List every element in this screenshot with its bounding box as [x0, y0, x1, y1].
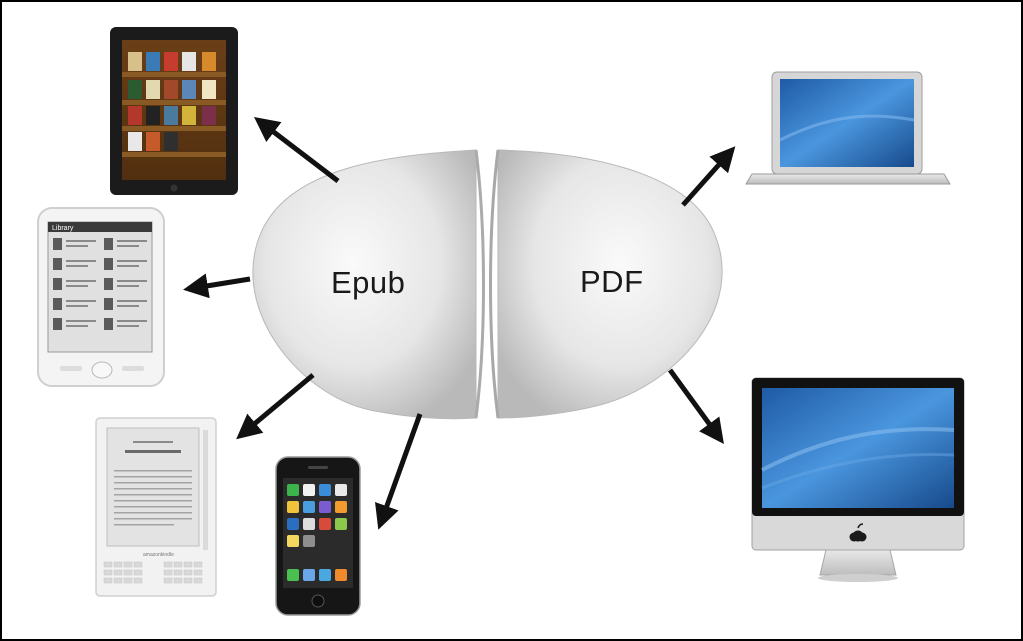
epub-half-egg — [252, 149, 485, 420]
arrow-icon — [183, 273, 251, 299]
iphone-device — [275, 456, 361, 616]
imac-device — [751, 377, 965, 582]
epub-label: Epub — [331, 265, 406, 300]
kindle-brand-text: amazonkindle — [143, 552, 174, 558]
arrow-icon — [681, 146, 736, 207]
ipad-device — [110, 27, 238, 195]
sony-library-header: Library — [52, 225, 74, 232]
sony-reader-device: Library — [37, 207, 165, 387]
arrow-icon — [375, 413, 423, 530]
macbook-air-device — [745, 71, 951, 185]
arrow-icon — [254, 116, 340, 183]
pdf-half-egg — [489, 149, 723, 419]
arrow-icon — [236, 373, 315, 440]
arrow-icon — [667, 368, 724, 445]
pdf-label: PDF — [580, 264, 644, 299]
kindle-device: amazonkindle — [95, 417, 217, 597]
apple-logo-icon — [849, 523, 867, 542]
